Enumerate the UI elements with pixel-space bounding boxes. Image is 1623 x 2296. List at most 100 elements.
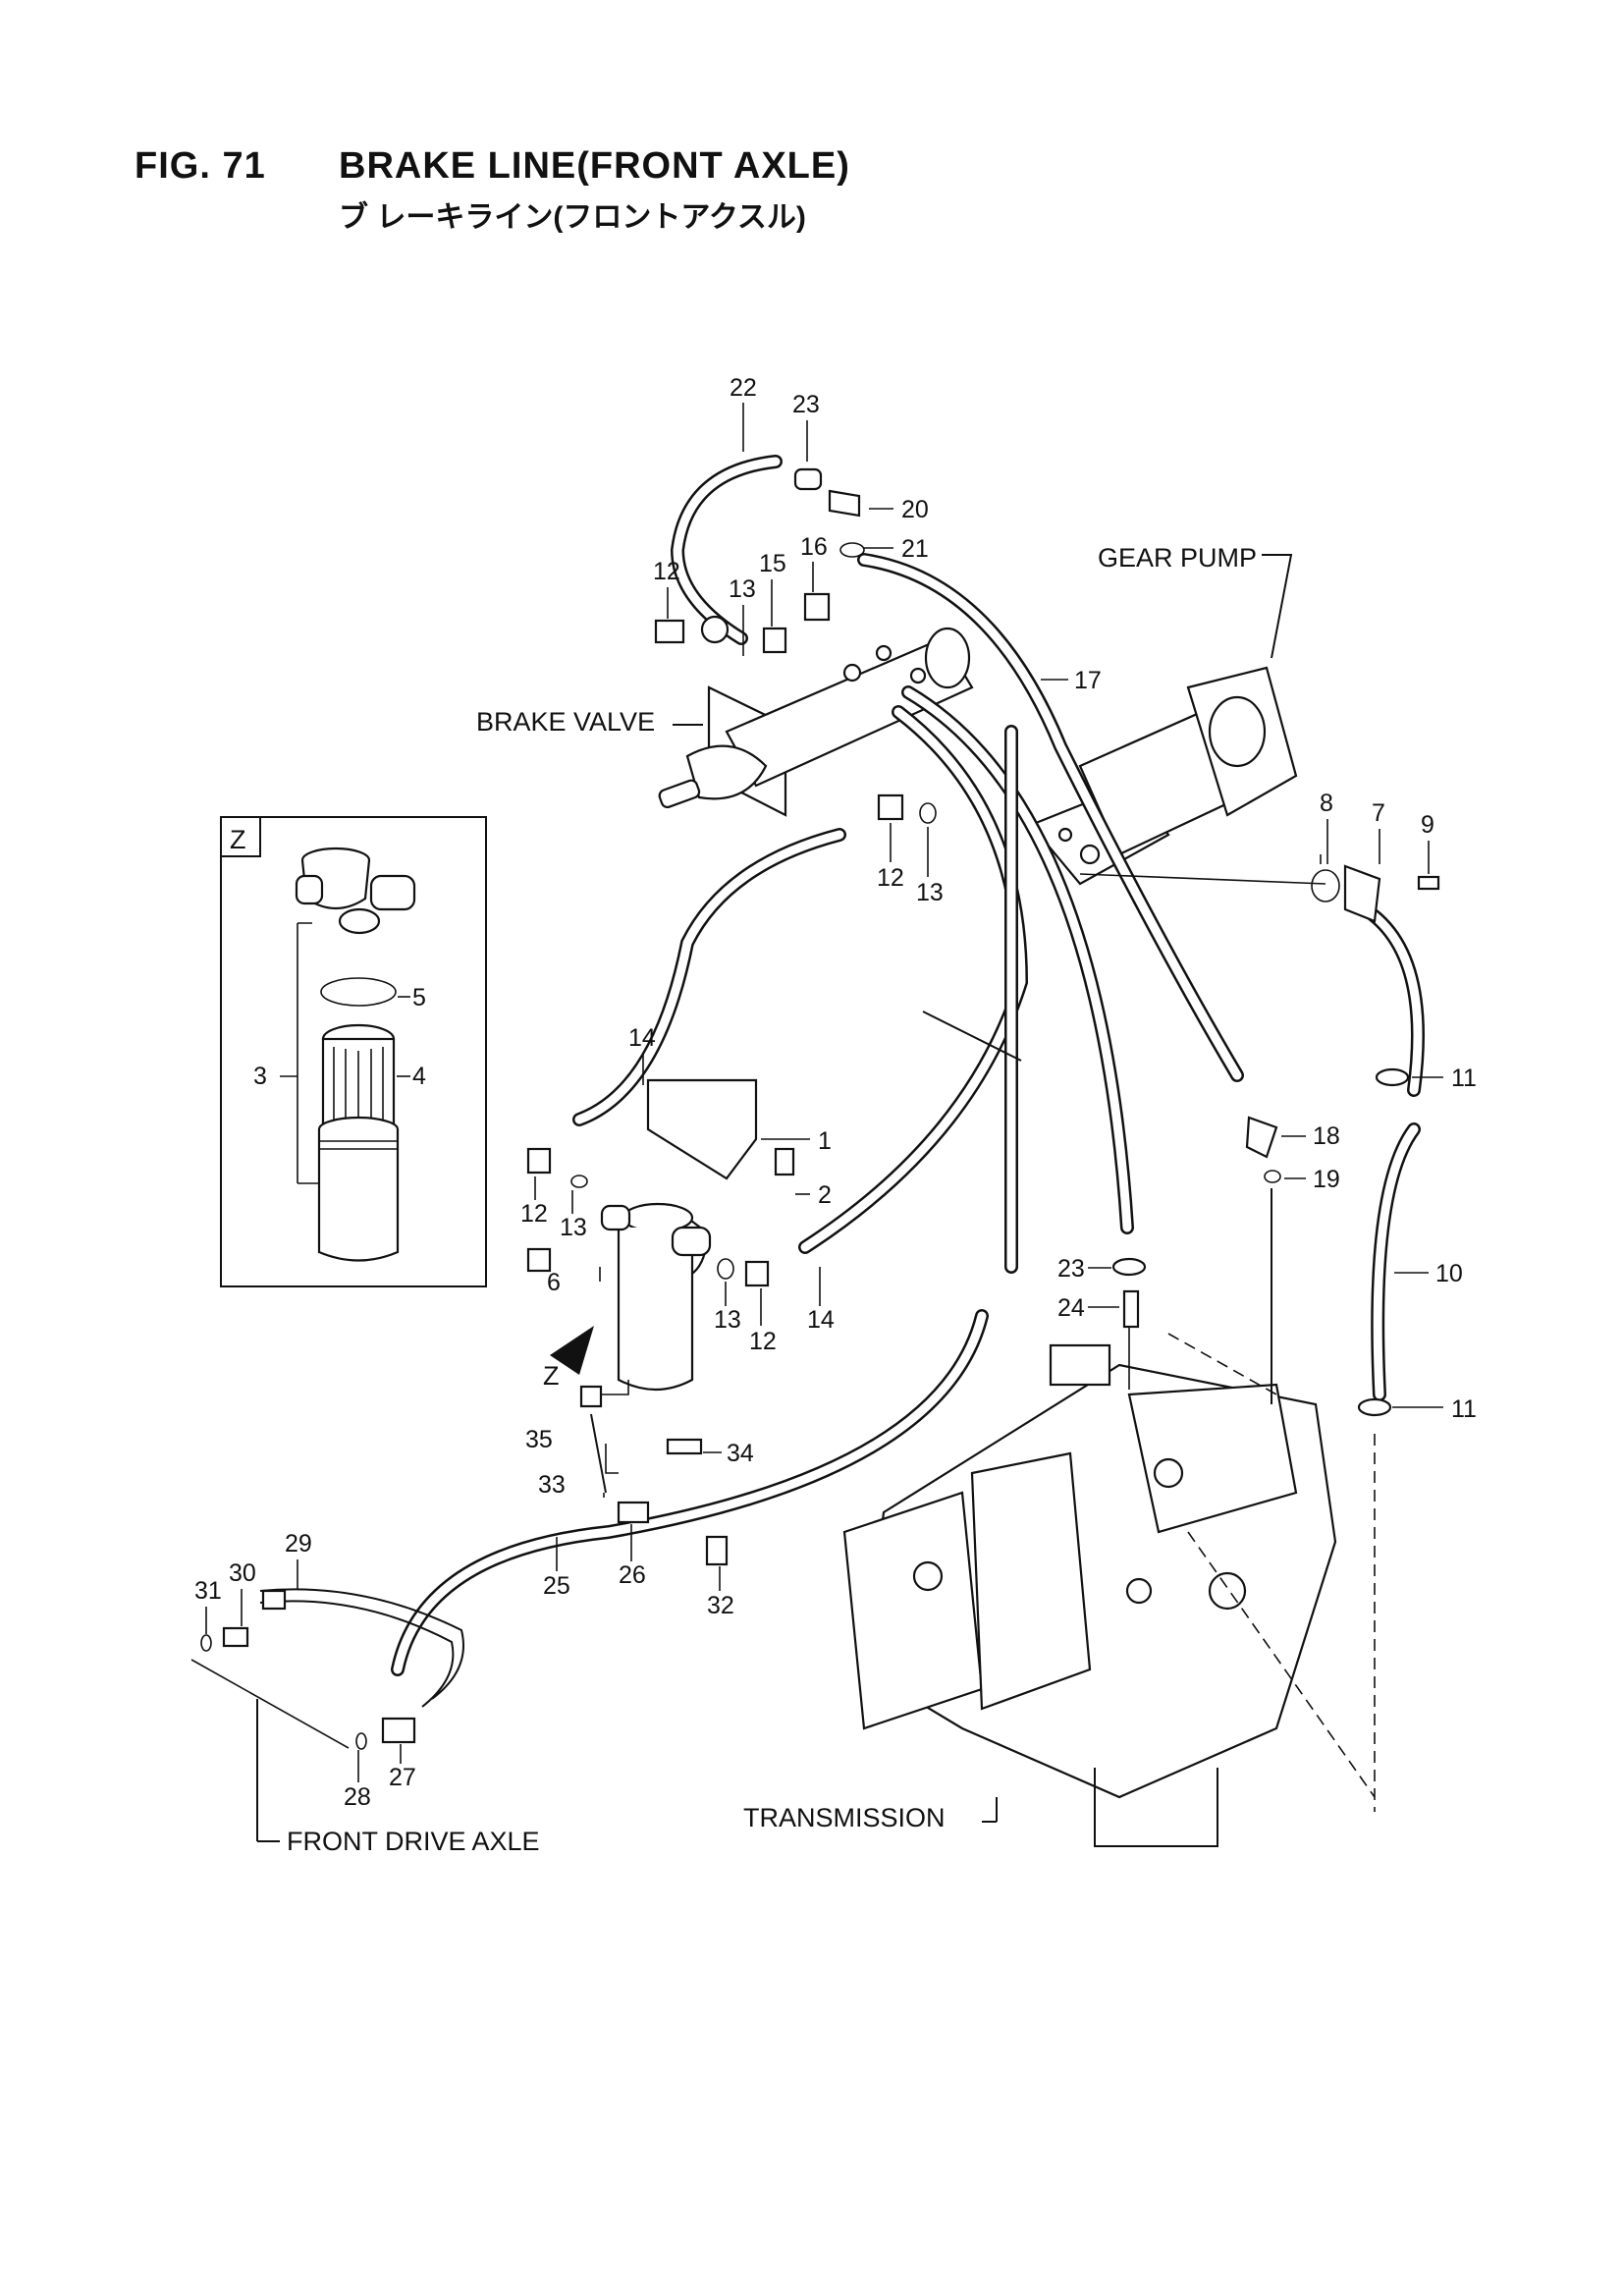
callout-21: 21: [901, 535, 929, 563]
callout-12-mid: 12: [877, 864, 904, 892]
front-drive-axle-label: FRONT DRIVE AXLE: [287, 1827, 540, 1856]
callout-11-upper: 11: [1451, 1065, 1477, 1092]
leaders: [190, 554, 1376, 1842]
adapter-30: [222, 1626, 249, 1648]
callout-13-mid: 13: [916, 879, 944, 906]
adapter-12-left: [526, 1147, 552, 1175]
callout-23: 23: [792, 391, 820, 418]
callout-31: 31: [194, 1577, 222, 1605]
brake-valve: [658, 627, 974, 817]
callout-15: 15: [759, 550, 786, 577]
fitting-29: [261, 1589, 287, 1611]
clamp-23-upper: [793, 467, 823, 491]
figure-title: BRAKE LINE(FRONT AXLE): [339, 145, 850, 187]
callout-4: 4: [412, 1063, 426, 1090]
callout-12-right: 12: [749, 1328, 777, 1355]
bolt-9: [1417, 875, 1440, 891]
pipe-29: [259, 1588, 464, 1700]
callout-18: 18: [1313, 1122, 1340, 1150]
gasket-8: [1311, 869, 1340, 902]
callout-33: 33: [538, 1471, 566, 1499]
callout-35: 35: [525, 1426, 553, 1453]
callout-22: 22: [730, 374, 757, 402]
hoses: [259, 455, 1425, 1708]
transmission-label: TRANSMISSION: [743, 1803, 946, 1832]
bolt-32: [705, 1535, 729, 1566]
o-ring-21: [839, 542, 865, 558]
callout-14-lower: 14: [807, 1306, 835, 1334]
callout-11-lower: 11: [1451, 1395, 1477, 1423]
adapter-12-right: [744, 1260, 770, 1287]
callout-12-top: 12: [653, 558, 680, 585]
nut-35: [579, 1385, 603, 1408]
view-z-label: Z: [543, 1361, 560, 1391]
elbow-20: [828, 489, 861, 518]
brake-valve-label: BRAKE VALVE: [476, 707, 655, 737]
view-z-arrow: [550, 1326, 594, 1375]
flange-7: [1343, 864, 1381, 923]
clip-26: [617, 1501, 650, 1524]
callout-13-left: 13: [560, 1214, 587, 1241]
figure-number: FIG. 71: [135, 145, 266, 187]
callout-2: 2: [818, 1181, 832, 1209]
bolt-34: [666, 1438, 703, 1455]
adapter-12-mid: [877, 793, 904, 821]
callout-26: 26: [619, 1561, 646, 1589]
callout-28: 28: [344, 1783, 371, 1811]
tee-27: [381, 1717, 416, 1744]
filter-head: [295, 847, 416, 935]
bolt-2: [774, 1147, 795, 1176]
callout-13-top: 13: [729, 575, 756, 603]
nipple-24: [1122, 1289, 1140, 1329]
callout-29: 29: [285, 1530, 312, 1558]
callout-34: 34: [727, 1440, 754, 1467]
gear-pump-label: GEAR PUMP: [1098, 543, 1257, 573]
clamp-11-upper: [1375, 1067, 1410, 1087]
callout-3: 3: [253, 1063, 267, 1090]
callout-6: 6: [547, 1269, 561, 1296]
adapter-12-upper: [654, 619, 685, 644]
bracket-33: [590, 1413, 607, 1494]
callout-24: 24: [1057, 1294, 1085, 1322]
callout-9: 9: [1421, 811, 1434, 839]
o-ring-5: [320, 977, 397, 1007]
callout-19: 19: [1313, 1166, 1340, 1193]
callout-13-right: 13: [714, 1306, 741, 1334]
callout-32: 32: [707, 1592, 734, 1619]
fitting-16: [803, 592, 831, 622]
callout-8: 8: [1320, 790, 1333, 817]
filter-element: [321, 1023, 396, 1127]
filter-cartridge: [317, 1116, 400, 1262]
callout-25: 25: [543, 1572, 570, 1600]
clamp-23-lower: [1111, 1257, 1147, 1277]
o-ring-31: [200, 1634, 212, 1652]
elbow-18: [1245, 1116, 1278, 1159]
callout-20: 20: [901, 496, 929, 523]
clamp-11-lower: [1357, 1397, 1392, 1417]
o-ring-19: [1264, 1170, 1281, 1183]
fitting-15: [762, 627, 787, 654]
transmission: [842, 1311, 1376, 1847]
hose-14-lower: [798, 705, 1029, 1254]
callout-7: 7: [1372, 799, 1385, 827]
hose-14-upper: [572, 828, 846, 1126]
detail-box-z: Z: [220, 816, 487, 1287]
callout-17: 17: [1074, 667, 1102, 694]
figure-subtitle: ブ レーキライン(フロントアクスル): [339, 201, 806, 234]
filter-assembly: [600, 1078, 758, 1392]
detail-box-label: Z: [230, 825, 246, 854]
callout-30: 30: [229, 1559, 256, 1587]
callout-10: 10: [1435, 1260, 1463, 1287]
fittings: [200, 467, 1440, 1750]
callout-5: 5: [412, 984, 426, 1011]
callout-23-lower: 23: [1057, 1255, 1085, 1283]
callout-16: 16: [800, 533, 828, 561]
bracket-1: [646, 1078, 758, 1180]
callout-1: 1: [818, 1127, 832, 1155]
callout-27: 27: [389, 1764, 416, 1791]
callout-14-upper: 14: [628, 1024, 656, 1052]
bolt-6: [526, 1247, 552, 1273]
callouts: 22 23 20 21 16 15 12 13 17 8 7 9 12 13 1…: [194, 374, 1477, 1811]
o-ring-28: [355, 1732, 367, 1750]
